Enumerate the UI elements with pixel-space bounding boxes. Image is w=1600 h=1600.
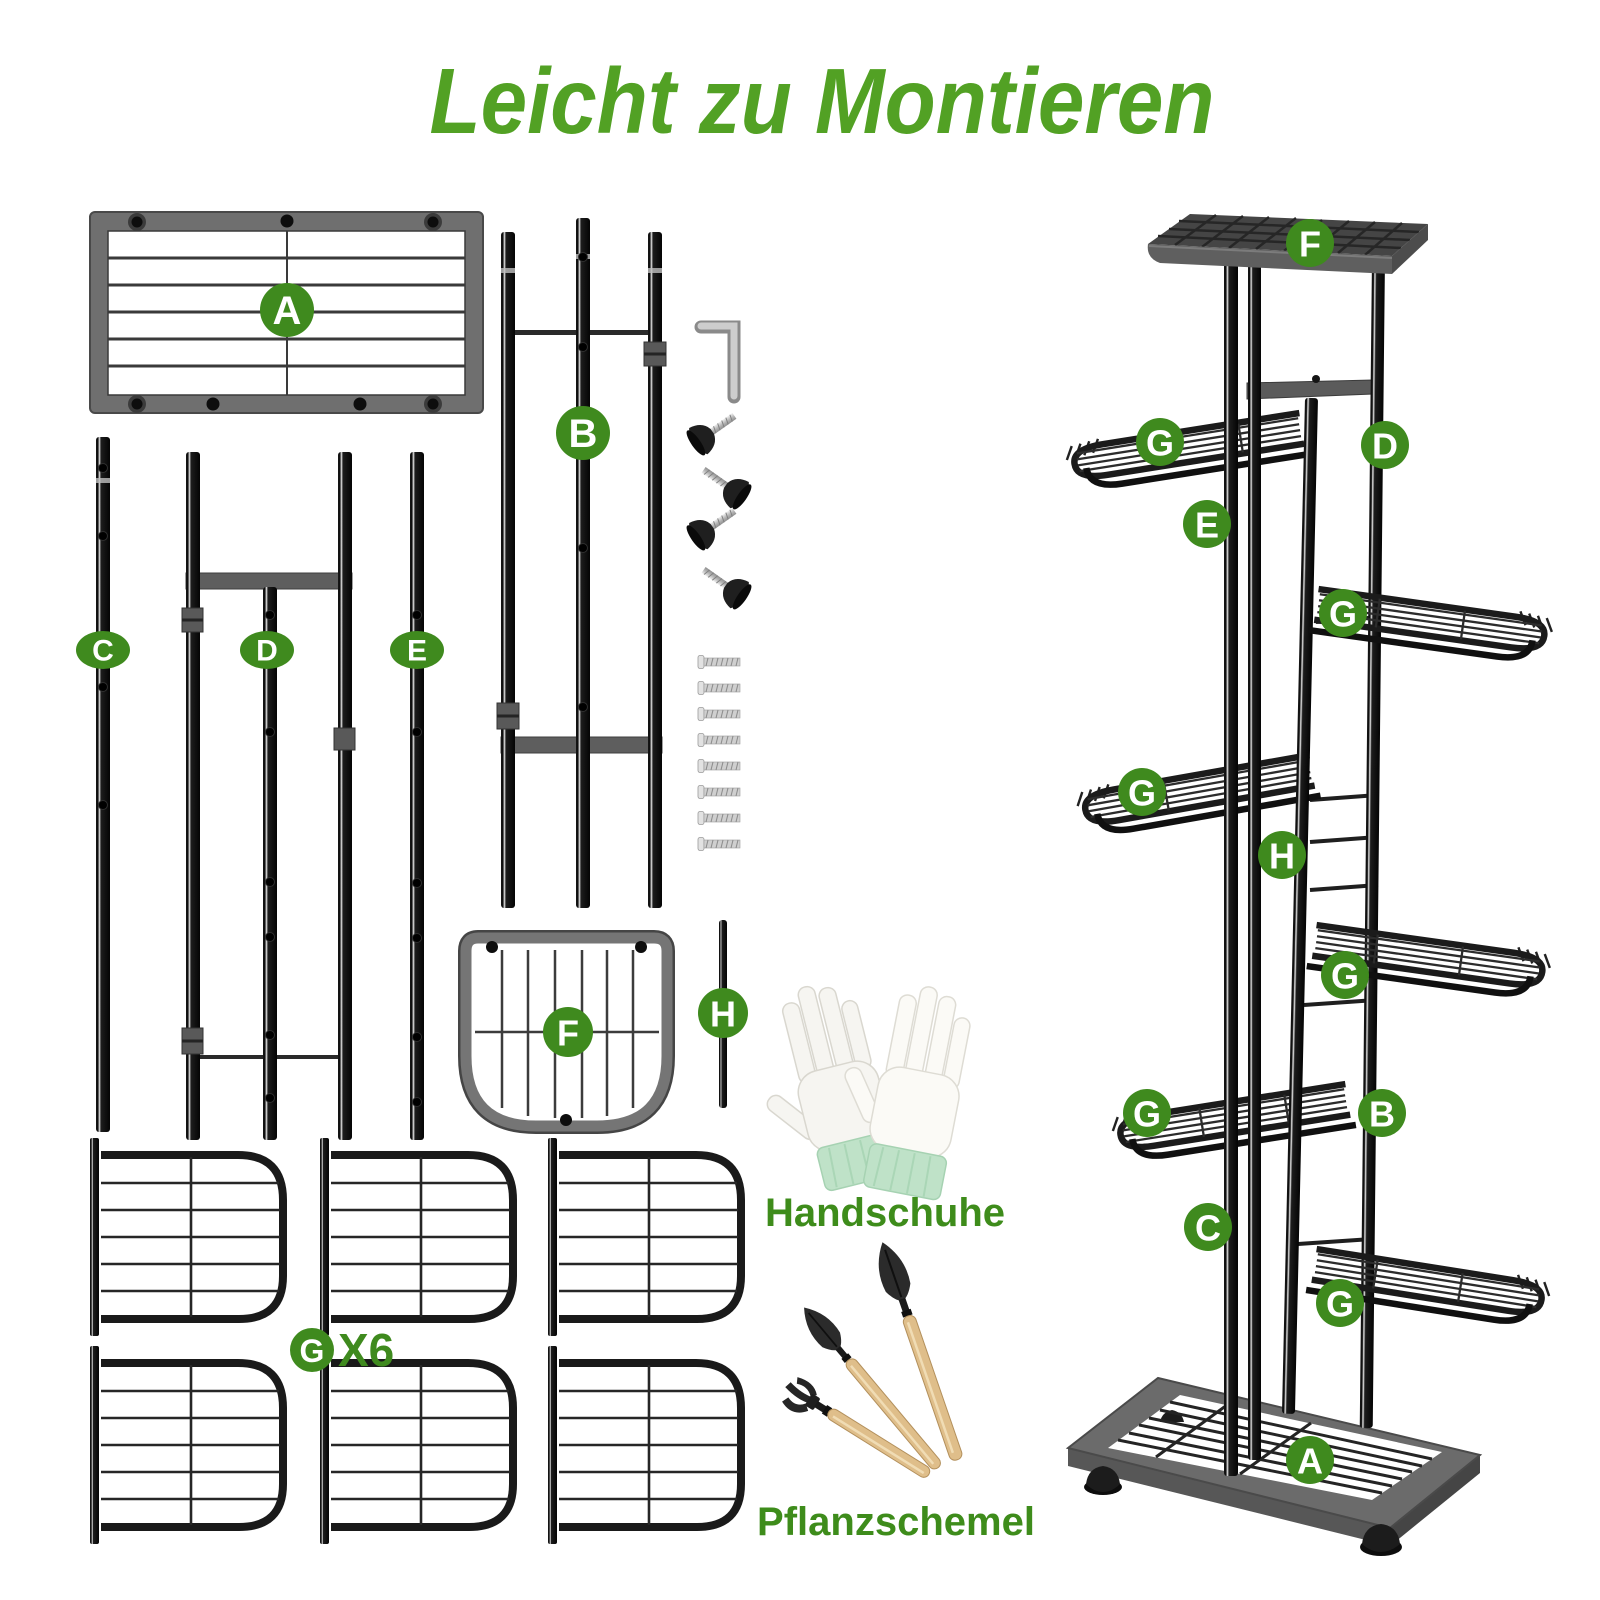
- assembled-base: [1065, 1376, 1483, 1556]
- gloves-image: [766, 985, 971, 1201]
- tools-image: [782, 1236, 963, 1478]
- assembled-stand: [1064, 213, 1554, 1556]
- svg-text:E: E: [1195, 505, 1219, 546]
- svg-text:G: G: [1128, 773, 1156, 814]
- leveling-feet-icons: [682, 402, 756, 614]
- svg-text:H: H: [1269, 836, 1295, 877]
- svg-text:G: G: [300, 1333, 325, 1369]
- assembled-label-g1: G: [1136, 418, 1184, 466]
- part-g-quantity: X6: [338, 1324, 394, 1376]
- assembled-label-d: D: [1361, 421, 1409, 469]
- svg-text:A: A: [273, 289, 302, 333]
- assembled-label-g2: G: [1319, 589, 1367, 637]
- part-label-b: B: [556, 406, 610, 460]
- svg-text:F: F: [1299, 224, 1321, 265]
- svg-text:C: C: [1195, 1208, 1221, 1249]
- svg-text:A: A: [1297, 1441, 1323, 1482]
- assembled-label-g6: G: [1316, 1279, 1364, 1327]
- part-label-f: F: [543, 1007, 593, 1057]
- part-label-d: D: [240, 631, 294, 669]
- part-e-pole: [410, 452, 424, 1140]
- svg-text:G: G: [1326, 1284, 1354, 1325]
- part-c-pole: [96, 437, 110, 1132]
- assembled-label-g3: G: [1118, 768, 1166, 816]
- part-label-c: C: [76, 631, 130, 669]
- gloves-caption: Handschuhe: [765, 1191, 1005, 1235]
- screws-icons: [697, 655, 741, 851]
- svg-text:G: G: [1146, 423, 1174, 464]
- svg-text:B: B: [569, 412, 598, 456]
- screw-hole-icons: [128, 213, 442, 413]
- svg-text:B: B: [1369, 1094, 1395, 1135]
- part-label-g: G: [290, 1328, 334, 1372]
- svg-text:C: C: [92, 635, 114, 668]
- svg-text:G: G: [1331, 956, 1359, 997]
- tools-caption: Pflanzschemel: [757, 1500, 1035, 1544]
- assembled-label-g4: G: [1321, 951, 1369, 999]
- assembled-label-h: H: [1258, 831, 1306, 879]
- assembled-label-f: F: [1286, 219, 1334, 267]
- svg-text:E: E: [407, 635, 427, 668]
- assembled-label-g5: G: [1123, 1089, 1171, 1137]
- g-shelves-grid: [90, 1138, 741, 1544]
- assembled-label-a: A: [1286, 1436, 1334, 1484]
- assembled-label-e: E: [1183, 500, 1231, 548]
- assembled-label-b: B: [1358, 1089, 1406, 1137]
- assembled-label-c: C: [1184, 1203, 1232, 1251]
- page-title: Leicht zu Montieren: [430, 49, 1215, 153]
- assembled-top-tray: [1147, 213, 1428, 274]
- svg-text:F: F: [557, 1013, 579, 1054]
- part-label-h: H: [698, 988, 748, 1038]
- part-d-frame: [181, 452, 356, 1140]
- part-label-e: E: [390, 631, 444, 669]
- part-f-shelf: [458, 930, 675, 1134]
- svg-text:D: D: [256, 635, 278, 668]
- part-b-pole-assembly: [496, 218, 667, 908]
- svg-text:D: D: [1372, 426, 1398, 467]
- svg-text:H: H: [710, 994, 736, 1035]
- svg-text:G: G: [1133, 1094, 1161, 1135]
- part-label-a: A: [260, 283, 314, 337]
- svg-text:G: G: [1329, 594, 1357, 635]
- allen-key-icon: [694, 320, 741, 404]
